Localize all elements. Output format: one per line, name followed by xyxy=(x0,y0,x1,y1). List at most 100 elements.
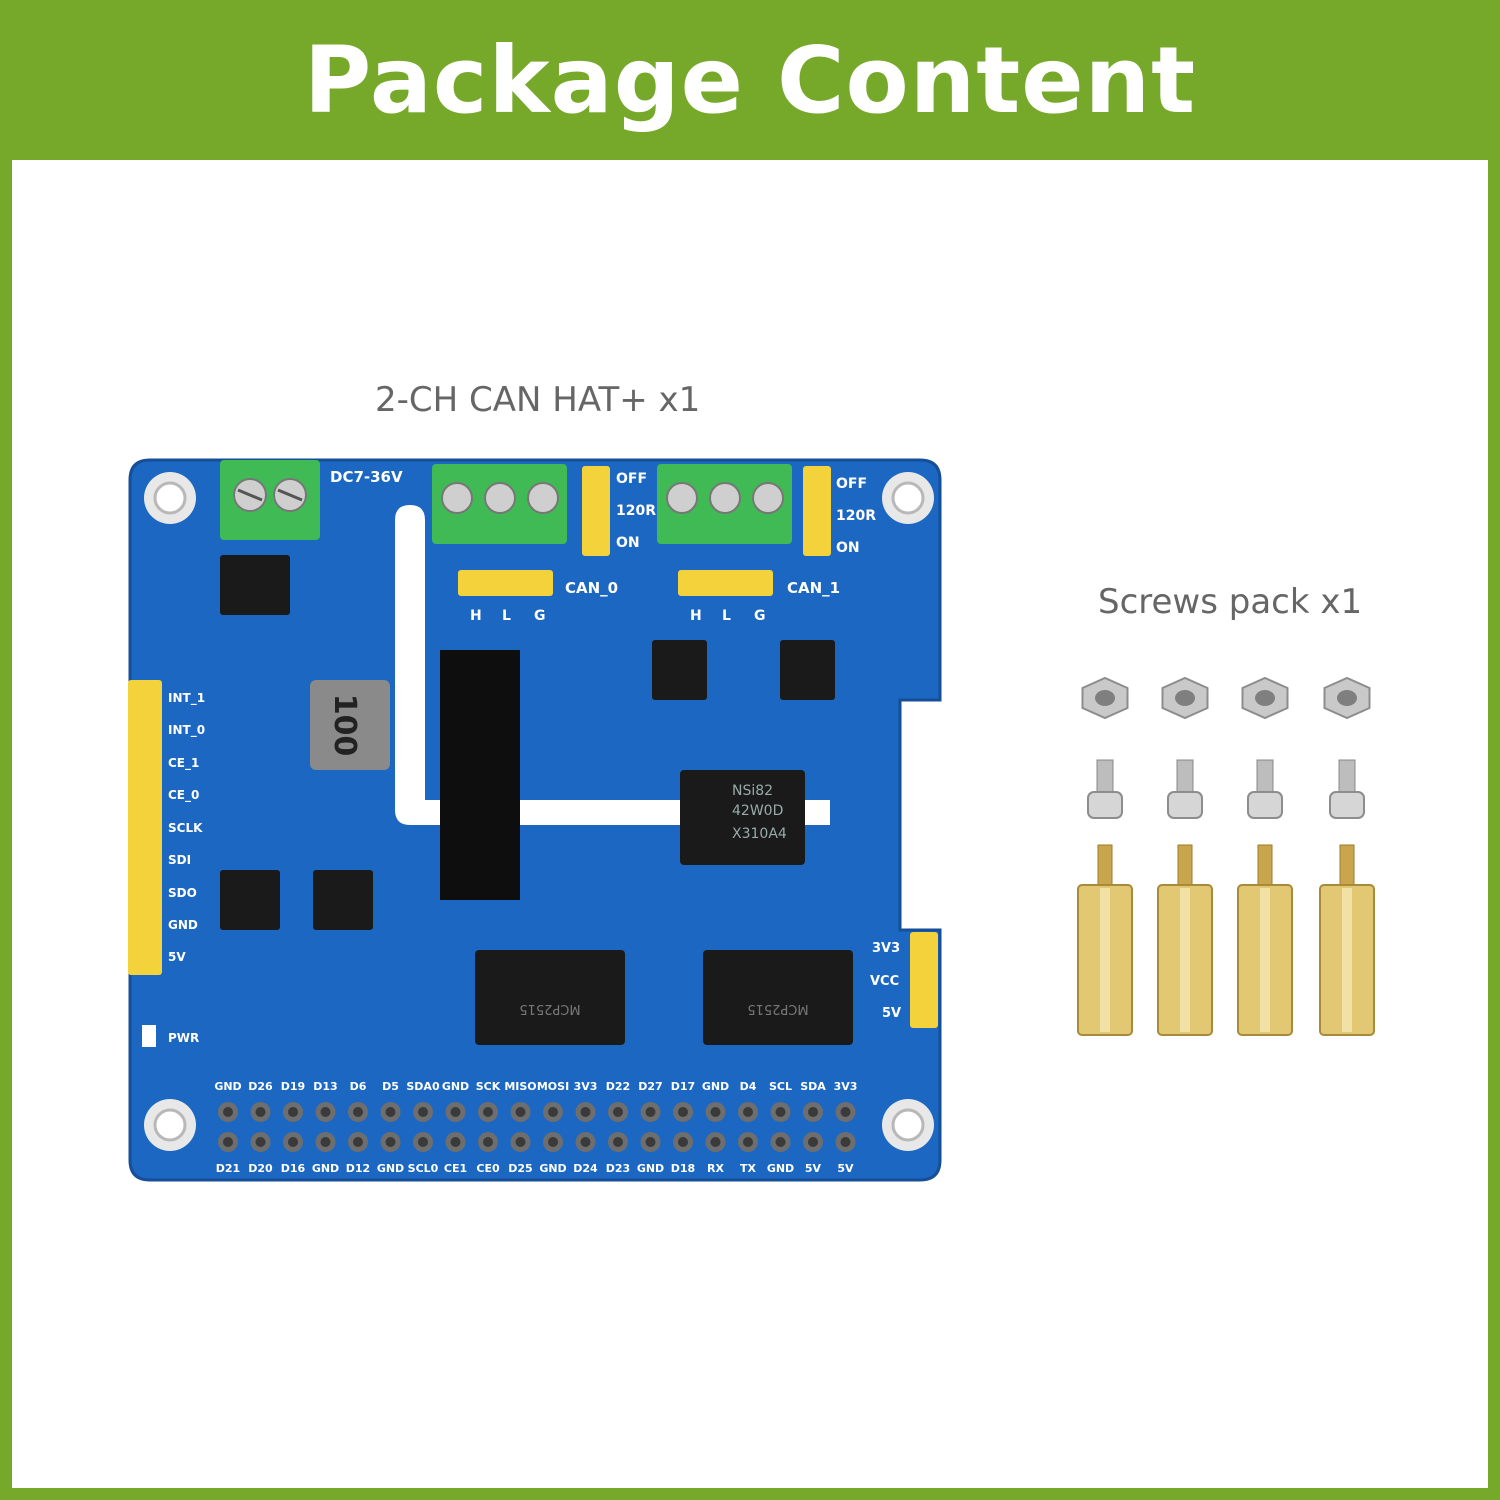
can1-pin-header xyxy=(678,570,773,596)
gpio-top-label: SDA xyxy=(800,1080,826,1093)
can-controller-chip-0 xyxy=(475,950,625,1045)
gpio-pin-hole xyxy=(613,1107,623,1117)
board-caption: 2-CH CAN HAT+ x1 xyxy=(375,380,701,420)
svg-text:GND: GND xyxy=(168,918,198,932)
can-hat-board: DC7-36V OFF 120R ON xyxy=(128,458,942,1182)
gpio-pin-hole xyxy=(775,1107,786,1117)
gpio-pin-hole xyxy=(743,1107,753,1117)
gpio-pin-hole xyxy=(320,1137,331,1147)
gpio-bottom-label: 5V xyxy=(805,1162,822,1175)
isolation-block xyxy=(440,650,520,900)
gpio-bottom-label: D12 xyxy=(346,1162,370,1175)
gpio-pin-hole xyxy=(678,1137,688,1147)
controller-0-text: MCP2515 xyxy=(519,1001,580,1016)
gpio-top-label: D22 xyxy=(606,1080,630,1093)
svg-text:INT_0: INT_0 xyxy=(168,723,205,738)
gpio-bottom-label: D23 xyxy=(606,1162,630,1175)
standoff-highlight xyxy=(1342,888,1352,1032)
svg-text:120R: 120R xyxy=(836,508,876,524)
screws-caption: Screws pack x1 xyxy=(1098,582,1363,622)
gpio-pin-hole xyxy=(840,1107,851,1117)
gpio-pin-hole xyxy=(515,1137,526,1147)
gpio-pin-hole xyxy=(255,1107,266,1117)
svg-text:VCC: VCC xyxy=(870,974,899,989)
gpio-pin-hole xyxy=(515,1107,526,1117)
can-controller-chip-1 xyxy=(703,950,853,1045)
svg-text:G: G xyxy=(534,608,546,624)
screws-pack xyxy=(1077,676,1375,1036)
gpio-bottom-label: D25 xyxy=(508,1162,532,1175)
gpio-bottom-label: D24 xyxy=(573,1162,598,1175)
gpio-pin-hole xyxy=(223,1137,233,1147)
isolator-chip-text-2: 42W0D xyxy=(732,803,783,819)
screw-head xyxy=(1087,791,1123,819)
standoff-thread xyxy=(1339,844,1355,886)
can1-hlg-labels: H L G xyxy=(690,608,766,624)
can1-label: CAN_1 xyxy=(787,579,840,597)
svg-text:ON: ON xyxy=(616,535,640,551)
header-bar: Package Content xyxy=(0,0,1500,160)
gpio-top-label: D19 xyxy=(281,1080,305,1093)
gpio-pin-hole xyxy=(775,1137,786,1147)
standoff-highlight xyxy=(1180,888,1190,1032)
svg-text:5V: 5V xyxy=(882,1006,901,1021)
svg-text:120R: 120R xyxy=(616,503,656,519)
gpio-pin-hole xyxy=(840,1137,851,1147)
gpio-pin-hole xyxy=(255,1137,266,1147)
gpio-top-label: MISO xyxy=(504,1080,536,1093)
standoff-highlight xyxy=(1260,888,1270,1032)
svg-text:L: L xyxy=(722,608,731,624)
gpio-pin-hole xyxy=(743,1137,753,1147)
gpio-pin-hole xyxy=(450,1137,461,1147)
gpio-bottom-label: 5V xyxy=(837,1162,854,1175)
gpio-pin-hole xyxy=(710,1107,721,1117)
standoff-highlight xyxy=(1100,888,1110,1032)
isolator-chip-text-3: X310A4 xyxy=(732,826,787,842)
can-hat-board-image: DC7-36V OFF 120R ON xyxy=(120,450,960,1190)
gpio-pin-hole xyxy=(710,1137,721,1147)
gpio-bottom-label: GND xyxy=(637,1162,664,1175)
svg-text:ON: ON xyxy=(836,540,860,556)
hex-nut-hole xyxy=(1175,690,1195,706)
gpio-top-label: D5 xyxy=(382,1080,399,1093)
buffer-chip-1 xyxy=(780,640,835,700)
svg-text:SDO: SDO xyxy=(168,886,197,900)
gpio-pin-hole xyxy=(223,1107,233,1117)
svg-text:L: L xyxy=(502,608,511,624)
screw-thread xyxy=(1096,759,1114,793)
voltage-labels: 3V3 VCC 5V xyxy=(870,941,901,1021)
pwr-led xyxy=(142,1025,156,1047)
svg-text:SDI: SDI xyxy=(168,853,191,867)
gpio-bottom-label: GND xyxy=(539,1162,566,1175)
side-pin-labels: INT_1 INT_0 CE_1 CE_0 SCLK SDI SDO GND 5… xyxy=(168,691,205,964)
controller-1-text: MCP2515 xyxy=(747,1001,808,1016)
can1-termination-jumper xyxy=(803,466,831,556)
buffer-chip-0 xyxy=(652,640,707,700)
gpio-pin-hole xyxy=(288,1107,298,1117)
can0-pin-header xyxy=(458,570,553,596)
gpio-pin-hole xyxy=(320,1107,331,1117)
hex-nut-hole xyxy=(1095,690,1115,706)
can0-termination-jumper xyxy=(582,466,610,556)
standoff-thread xyxy=(1257,844,1273,886)
gpio-pin-hole xyxy=(353,1107,363,1117)
regulator-chip xyxy=(220,555,290,615)
isolator-chip xyxy=(680,770,805,865)
gpio-pin-hole xyxy=(385,1137,396,1147)
svg-text:INT_1: INT_1 xyxy=(168,691,205,706)
svg-text:H: H xyxy=(690,608,702,624)
side-pin-header xyxy=(128,680,162,975)
mounting-holes xyxy=(144,472,934,1151)
gpio-pin-hole xyxy=(580,1137,591,1147)
gpio-bottom-label: D21 xyxy=(216,1162,240,1175)
gpio-bottom-label: GND xyxy=(377,1162,404,1175)
svg-text:OFF: OFF xyxy=(836,476,867,492)
gpio-bottom-label: SCL0 xyxy=(408,1162,439,1175)
power-label: DC7-36V xyxy=(330,468,403,486)
inductor xyxy=(310,680,390,770)
gpio-pin-hole xyxy=(548,1107,558,1117)
svg-text:H: H xyxy=(470,608,482,624)
gpio-pin-hole xyxy=(353,1137,363,1147)
gpio-bottom-label: D16 xyxy=(281,1162,306,1175)
